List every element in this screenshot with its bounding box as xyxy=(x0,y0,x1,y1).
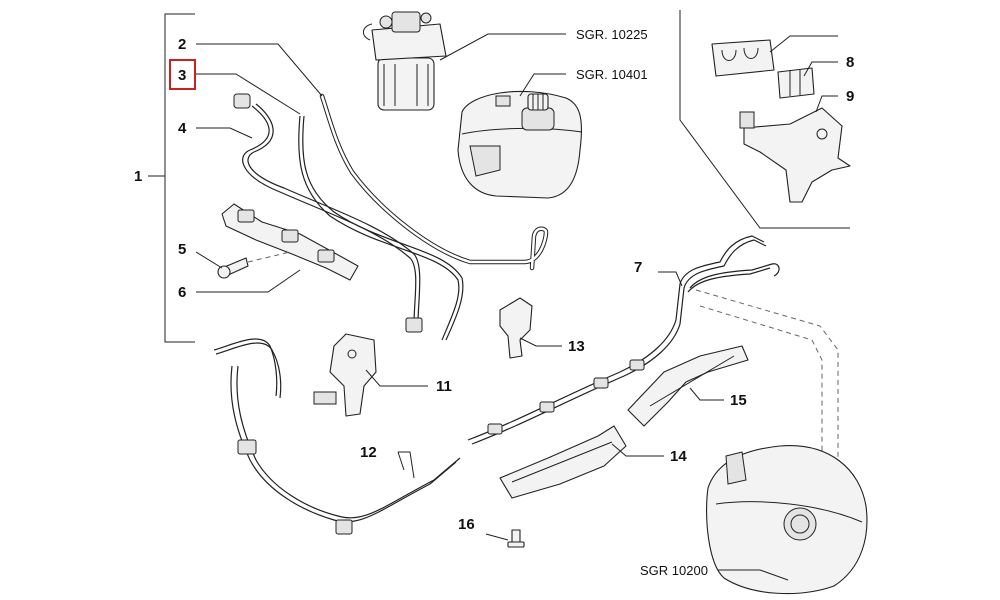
callout-1: 1 xyxy=(134,168,142,185)
ref-expansion-tank: SGR. 10401 xyxy=(576,67,648,82)
fuel-tank xyxy=(706,445,868,595)
lower-left-pipes xyxy=(213,338,461,535)
shield-14 xyxy=(499,425,627,499)
callout-5: 5 xyxy=(178,241,186,258)
ref-fuel-filter: SGR. 10225 xyxy=(576,27,648,42)
callout-2: 2 xyxy=(178,36,186,53)
ref-fuel-tank: SGR 10200 xyxy=(640,563,708,578)
pipe-7 xyxy=(467,235,780,445)
callout-3: 3 xyxy=(178,67,186,84)
callout-9: 9 xyxy=(846,88,854,105)
highlight-box xyxy=(169,59,196,90)
callout-4: 4 xyxy=(178,120,187,137)
screw-5 xyxy=(217,251,291,279)
pipe-2 xyxy=(319,93,549,271)
fuel-rail-6 xyxy=(221,203,359,281)
callout-11: 11 xyxy=(436,378,452,395)
callout-8: 8 xyxy=(846,54,854,71)
group-bracket-1 xyxy=(148,13,195,343)
pipe-4 xyxy=(233,93,423,333)
shield-15 xyxy=(627,345,749,427)
callout-7: 7 xyxy=(634,259,642,276)
bracket-9 xyxy=(739,107,851,203)
expansion-tank xyxy=(457,90,583,199)
leader-lines xyxy=(195,33,838,581)
bracket-13 xyxy=(499,297,533,359)
pipe-3 xyxy=(298,115,464,341)
bracket-11 xyxy=(313,333,377,417)
tank-outline-dashed xyxy=(695,289,839,500)
fuel-filter xyxy=(363,11,447,111)
callout-16: 16 xyxy=(458,516,475,533)
callout-6: 6 xyxy=(178,284,186,301)
callout-13: 13 xyxy=(568,338,585,355)
clip-8 xyxy=(777,67,815,99)
group-ref-labels: SGR. 10225 SGR. 10401 SGR 10200 xyxy=(576,27,708,578)
callout-12: 12 xyxy=(360,444,377,461)
callout-15: 15 xyxy=(730,392,747,409)
clip-upper xyxy=(711,39,775,77)
bolt-16 xyxy=(507,529,525,548)
callout-labels: 1 2 3 4 5 6 7 8 9 11 12 13 14 15 16 xyxy=(134,36,854,533)
callout-14: 14 xyxy=(670,448,687,465)
detail-box xyxy=(679,10,850,229)
